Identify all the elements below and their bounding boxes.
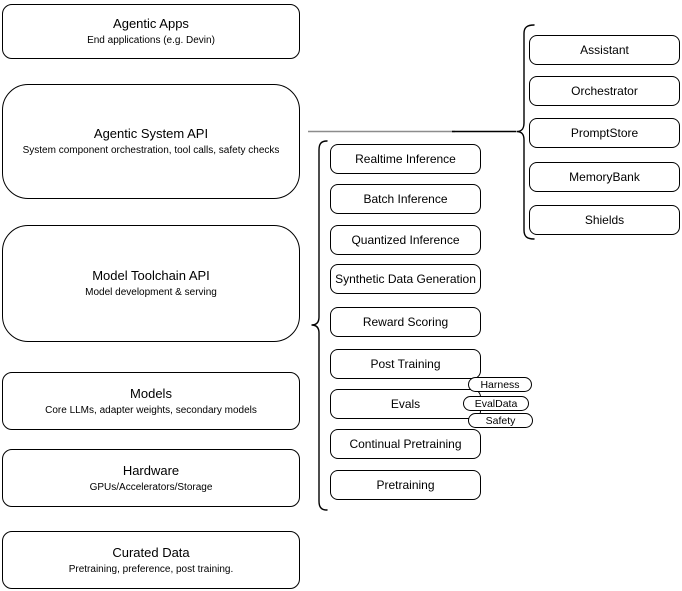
node-orchestrator: Orchestrator (529, 76, 680, 106)
node-label: Orchestrator (571, 84, 638, 98)
node-synthetic-data-generation: Synthetic Data Generation (330, 264, 481, 294)
node-realtime-inference: Realtime Inference (330, 144, 481, 174)
node-subtitle: System component orchestration, tool cal… (22, 145, 280, 156)
node-label: PromptStore (570, 126, 639, 140)
node-hardware: Hardware GPUs/Accelerators/Storage (2, 449, 300, 507)
node-title: Hardware (122, 462, 180, 478)
node-label: Pretraining (376, 478, 435, 492)
node-title: Model Toolchain API (92, 268, 210, 283)
node-batch-inference: Batch Inference (330, 184, 481, 214)
node-label: Evals (390, 397, 421, 411)
node-memorybank: MemoryBank (529, 162, 680, 192)
pill-evaldata: EvalData (463, 396, 529, 411)
node-label: Synthetic Data Generation (335, 272, 476, 286)
node-label: Shields (584, 213, 625, 227)
node-label: Quantized Inference (351, 233, 460, 247)
node-reward-scoring: Reward Scoring (330, 307, 481, 337)
node-subtitle: Core LLMs, adapter weights, secondary mo… (45, 404, 257, 416)
node-label: Reward Scoring (362, 315, 449, 329)
node-models: Models Core LLMs, adapter weights, secon… (2, 372, 300, 430)
pill-harness: Harness (468, 377, 532, 392)
node-title: Agentic Apps (113, 16, 189, 31)
node-title: Models (130, 385, 172, 401)
node-label: Continual Pretraining (349, 437, 462, 451)
node-subtitle: Model development & serving (85, 287, 217, 298)
pill-label: Harness (480, 378, 520, 391)
node-subtitle: Pretraining, preference, post training. (68, 563, 234, 575)
node-title: Agentic System API (93, 126, 209, 141)
pill-label: Safety (485, 414, 516, 427)
node-label: Assistant (580, 43, 629, 57)
node-subtitle: End applications (e.g. Devin) (87, 35, 215, 46)
pill-label: EvalData (474, 397, 518, 410)
node-curated-data: Curated Data Pretraining, preference, po… (2, 531, 300, 589)
node-promptstore: PromptStore (529, 118, 680, 148)
node-subtitle: GPUs/Accelerators/Storage (89, 481, 213, 493)
node-shields: Shields (529, 205, 680, 235)
node-pretraining: Pretraining (330, 470, 481, 500)
node-label: Batch Inference (363, 192, 448, 206)
node-quantized-inference: Quantized Inference (330, 225, 481, 255)
node-label: MemoryBank (569, 170, 640, 184)
node-agentic-apps: Agentic Apps End applications (e.g. Devi… (2, 4, 300, 59)
node-assistant: Assistant (529, 35, 680, 65)
node-post-training: Post Training (330, 349, 481, 379)
node-agentic-system-api: Agentic System API System component orch… (2, 84, 300, 199)
node-continual-pretraining: Continual Pretraining (330, 429, 481, 459)
pill-safety: Safety (468, 413, 533, 428)
node-label: Realtime Inference (355, 152, 456, 166)
node-title: Curated Data (112, 544, 190, 560)
node-label: Post Training (370, 357, 441, 371)
node-model-toolchain-api: Model Toolchain API Model development & … (2, 225, 300, 342)
node-evals: Evals (330, 389, 481, 419)
toolchain-brace (311, 140, 328, 511)
